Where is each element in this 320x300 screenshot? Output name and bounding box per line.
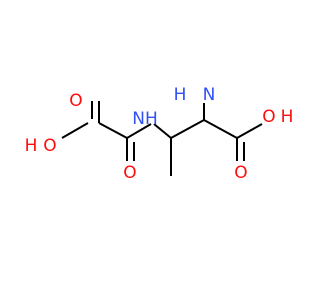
atom-o-carbonyl-top: O	[69, 91, 82, 111]
atom-o-carbonyl-bottom-right: O	[234, 163, 247, 183]
atom-o-hydroxyl-left: O	[43, 136, 56, 156]
atom-n-amino: N	[203, 85, 216, 105]
atom-o-carbonyl-bottom-left: O	[123, 163, 136, 183]
bond-c1-c2	[98, 122, 128, 139]
bond-c5-o-right	[236, 123, 263, 139]
atom-h-carboxyl-left: H	[25, 136, 38, 156]
atom-o-hydroxyl-right: O	[262, 107, 275, 127]
bond-c4-c5	[203, 119, 238, 139]
bond-c2-n	[126, 123, 152, 139]
atom-labels: H O O O NH H N O O H	[25, 85, 294, 183]
chemical-structure-diagram: H O O O NH H N O O H	[25, 85, 294, 183]
atom-nh-amide: NH	[132, 109, 158, 129]
bonds	[61, 101, 263, 176]
atom-h-carboxyl-right: H	[281, 107, 294, 127]
atom-h-amino: H	[174, 85, 187, 105]
bond-o-c1	[61, 122, 89, 139]
bond-c3-c4	[170, 119, 205, 139]
bond-n-c3	[153, 123, 172, 139]
